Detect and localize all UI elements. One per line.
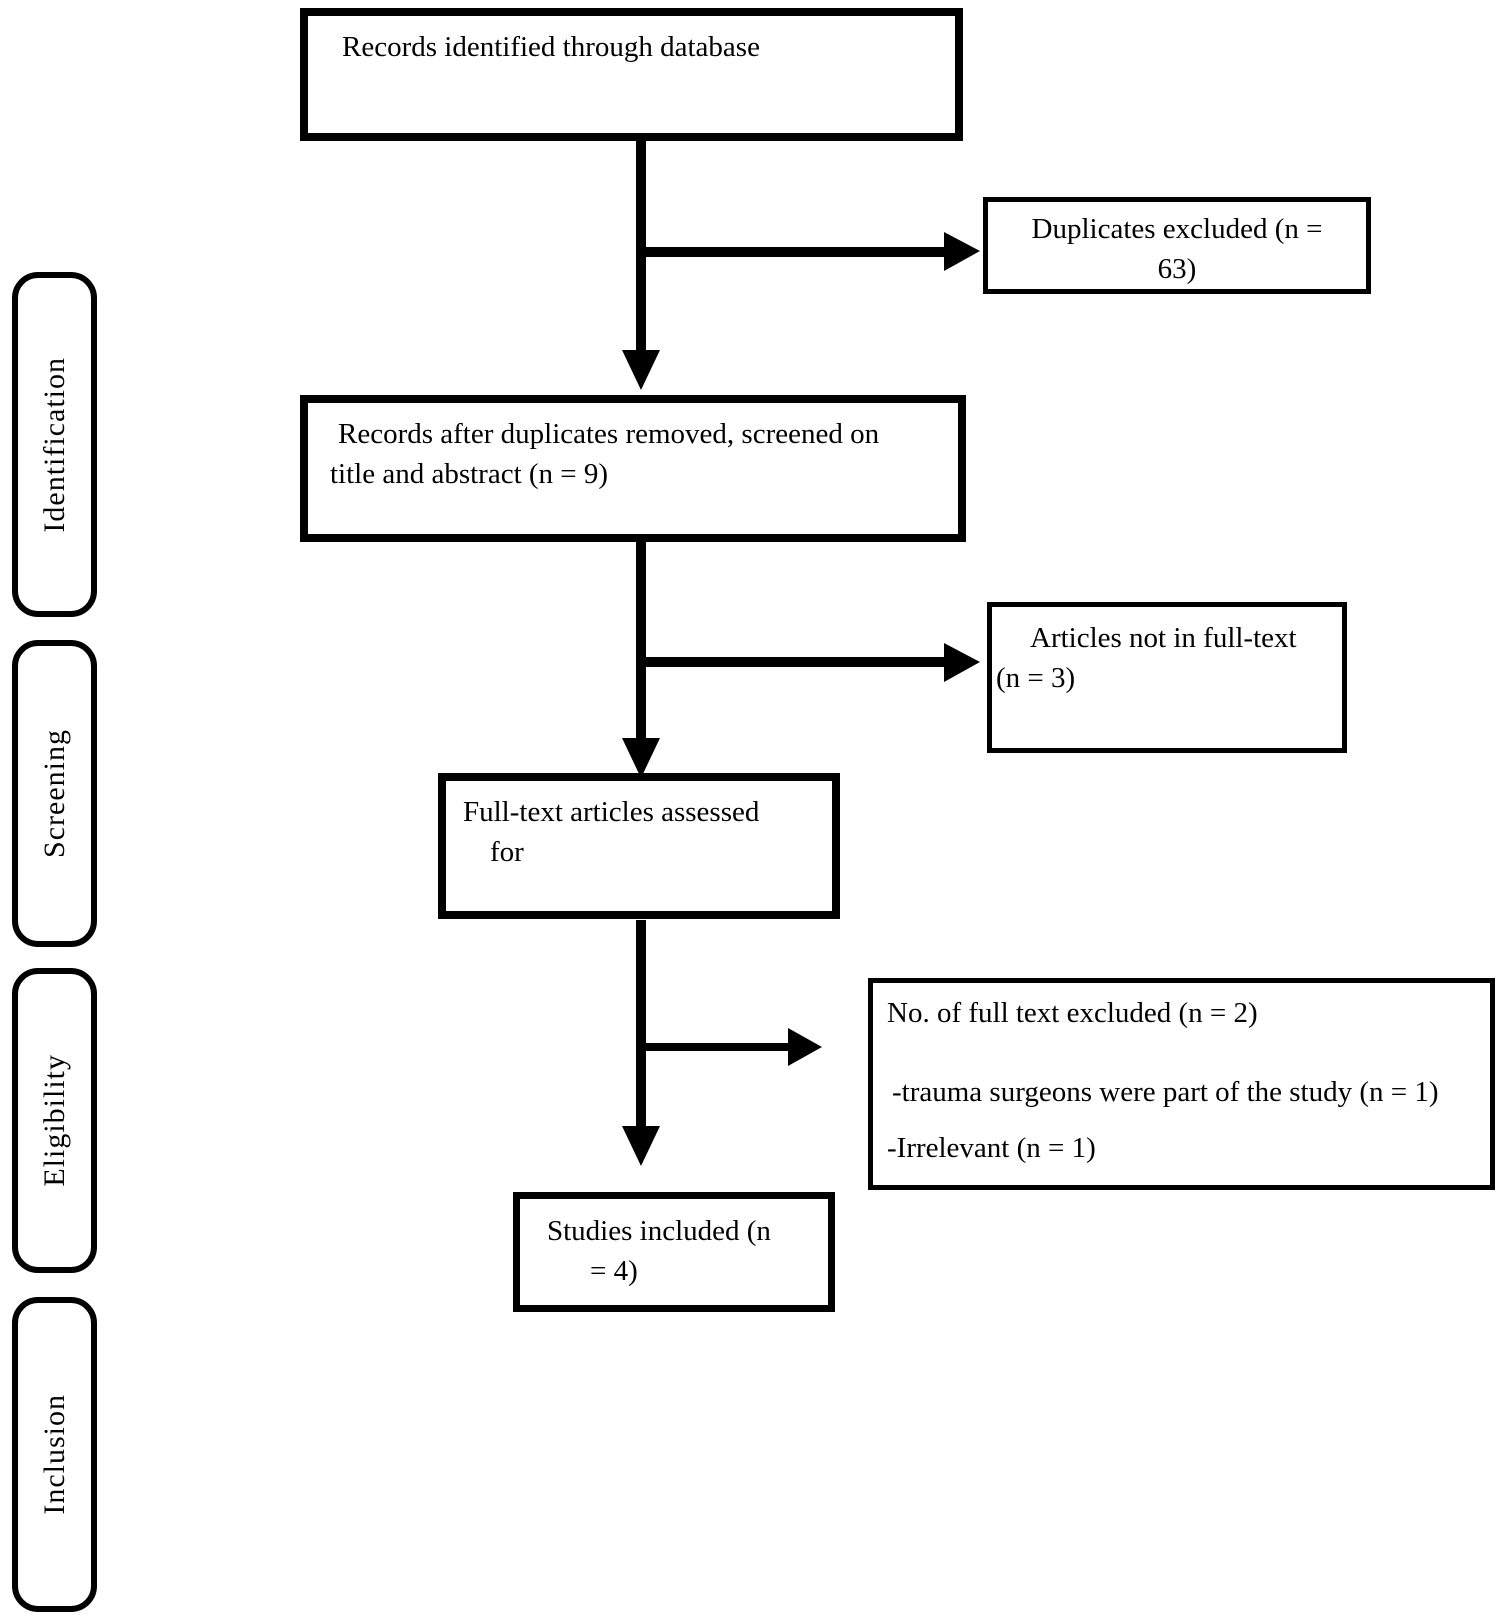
box-records-identified: Records identified through database: [300, 8, 963, 141]
box-duplicates-excluded-text-line2: 63): [1157, 253, 1197, 285]
box-records-screened-text-line2: title and abstract (n = 9): [330, 458, 609, 490]
box-articles-not-fulltext-text-line2: (n = 3): [996, 662, 1076, 694]
box-articles-not-fulltext: Articles not in full-text (n = 3): [987, 602, 1347, 753]
box-fulltext-excluded-title: No. of full text excluded (n = 2): [887, 997, 1258, 1029]
box-records-screened-text-line1: Records after duplicates removed, screen…: [338, 418, 880, 450]
box-fulltext-excluded-reason: -trauma surgeons were part of the study …: [892, 1076, 1439, 1108]
box-fulltext-assessed-text-line1: Full-text articles assessed: [463, 796, 760, 828]
stage-eligibility-label: Eligibility: [37, 1054, 71, 1187]
box-fulltext-assessed-text-line2: for: [490, 836, 524, 868]
box-duplicates-excluded-text-line1: Duplicates excluded (n =: [1031, 213, 1323, 245]
stage-inclusion-label: Inclusion: [37, 1394, 71, 1515]
box-studies-included: Studies included (n = 4): [513, 1192, 835, 1312]
arrow-to-excluded-head: [788, 1028, 822, 1066]
stage-identification-label: Identification: [37, 356, 71, 533]
arrow-screened-to-fulltext-head: [622, 738, 660, 778]
box-fulltext-assessed: Full-text articles assessed for: [438, 773, 840, 919]
arrow-fulltext-to-included-head: [622, 1126, 660, 1166]
stage-screening: Screening: [12, 640, 97, 947]
stage-identification: Identification: [12, 272, 97, 617]
box-records-screened: Records after duplicates removed, screen…: [300, 395, 966, 542]
arrow-to-not-fulltext-head: [944, 643, 980, 682]
box-duplicates-excluded: Duplicates excluded (n = 63): [983, 197, 1371, 294]
stage-inclusion: Inclusion: [12, 1297, 97, 1612]
box-fulltext-excluded-reason: -Irrelevant (n = 1): [887, 1132, 1096, 1164]
stage-eligibility: Eligibility: [12, 968, 97, 1273]
box-records-identified-text: Records identified through database: [342, 31, 760, 63]
arrow-to-duplicates-head: [944, 232, 980, 271]
arrow-identified-to-screened-head: [622, 350, 660, 390]
box-studies-included-text-line2: = 4): [590, 1255, 638, 1287]
stage-screening-label: Screening: [37, 729, 71, 858]
box-articles-not-fulltext-text-line1: Articles not in full-text: [1030, 622, 1297, 654]
box-studies-included-text-line1: Studies included (n: [547, 1215, 771, 1247]
box-fulltext-excluded: No. of full text excluded (n = 2) -traum…: [868, 978, 1495, 1190]
